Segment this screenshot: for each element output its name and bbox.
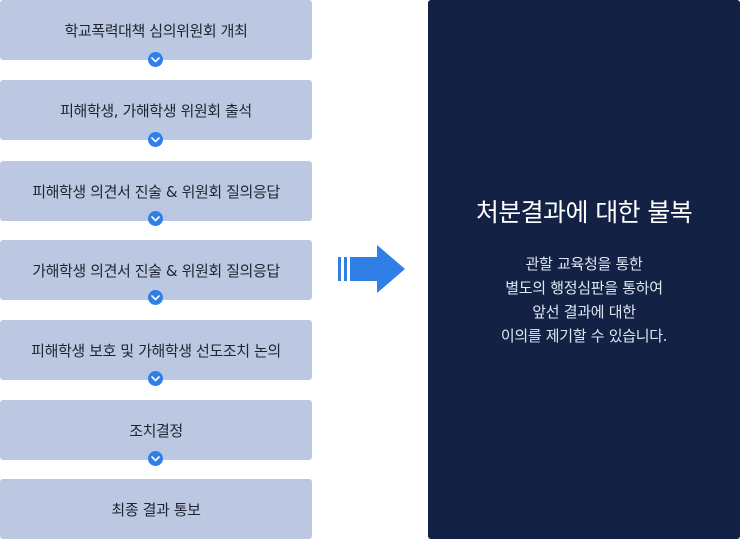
step-label: 학교폭력대책 심의위원회 개최: [64, 21, 248, 40]
panel-title: 처분결과에 대한 불복: [475, 198, 693, 227]
step-label: 최종 결과 통보: [111, 500, 201, 519]
step-label: 피해학생 의견서 진술 & 위원회 질의응답: [32, 182, 280, 201]
chevron-down-icon: [148, 52, 163, 67]
step-box: 피해학생 보호 및 가해학생 선도조치 논의: [0, 320, 312, 380]
step-label: 피해학생 보호 및 가해학생 선도조치 논의: [31, 341, 281, 360]
panel-desc-line: 별도의 행정심판을 통하여: [505, 279, 663, 297]
step-box: 피해학생, 가해학생 위원회 출석: [0, 80, 312, 140]
panel-desc-line: 이의를 제기할 수 있습니다.: [500, 327, 668, 345]
panel-desc-line: 관할 교육청을 통한: [525, 255, 643, 273]
step-label: 조치결정: [129, 421, 183, 440]
step-label: 피해학생, 가해학생 위원회 출석: [60, 101, 252, 120]
step-box: 조치결정: [0, 400, 312, 460]
step-label: 가해학생 의견서 진술 & 위원회 질의응답: [32, 261, 280, 280]
panel-desc-line: 앞선 결과에 대한: [532, 303, 636, 321]
arrow-right-icon: [336, 244, 406, 298]
chevron-down-icon: [148, 132, 163, 147]
step-box: 학교폭력대책 심의위원회 개최: [0, 0, 312, 60]
panel-description: 관할 교육청을 통한 별도의 행정심판을 통하여 앞선 결과에 대한 이의를 제…: [428, 252, 740, 348]
appeal-panel: 처분결과에 대한 불복 관할 교육청을 통한 별도의 행정심판을 통하여 앞선 …: [428, 0, 740, 539]
chevron-down-icon: [148, 371, 163, 386]
chevron-down-icon: [148, 451, 163, 466]
step-box: 최종 결과 통보: [0, 479, 312, 539]
chevron-down-icon: [148, 211, 163, 226]
chevron-down-icon: [148, 290, 163, 305]
